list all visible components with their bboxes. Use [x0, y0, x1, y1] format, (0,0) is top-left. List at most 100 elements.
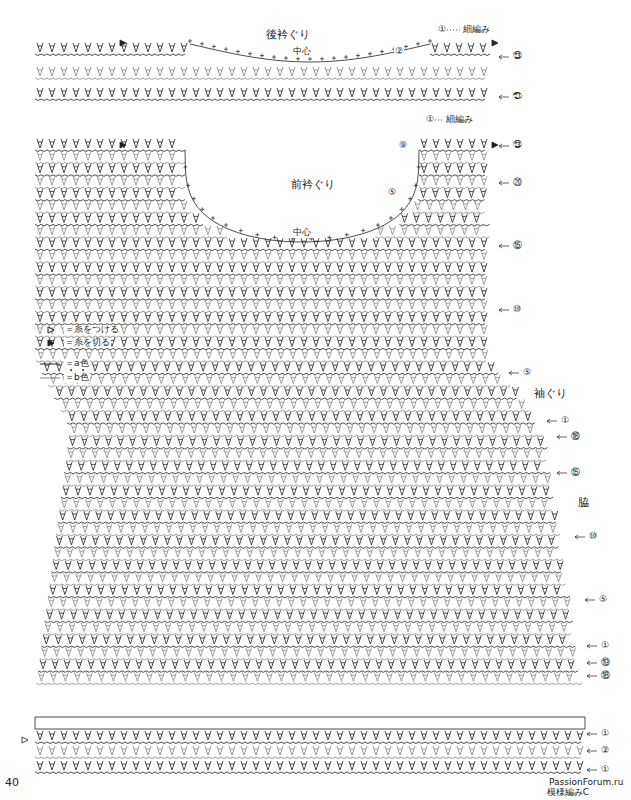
single-crochet-mark — [200, 207, 204, 211]
stitch-row — [35, 288, 487, 301]
thread-marker — [492, 142, 498, 148]
chart-label: ㉓ — [512, 141, 523, 151]
single-crochet-mark — [356, 54, 360, 58]
stitch-row — [35, 164, 185, 177]
edge-line — [35, 717, 585, 718]
thread-marker — [22, 737, 28, 743]
row-arrow — [585, 598, 595, 602]
stitch-row — [35, 275, 487, 288]
edge-line — [185, 150, 419, 242]
stitch-row — [35, 139, 185, 152]
thread-marker — [492, 40, 498, 46]
edge-line — [35, 729, 585, 730]
chart-label: ② — [600, 746, 610, 756]
row-arrow — [557, 435, 567, 439]
single-crochet-mark — [224, 47, 228, 51]
stitch-row — [53, 548, 563, 561]
row-arrow — [587, 661, 597, 665]
single-crochet-mark — [368, 52, 372, 56]
stitch-row — [38, 660, 578, 673]
single-crochet-mark — [389, 216, 393, 220]
stitch-row — [40, 647, 576, 660]
single-crochet-mark — [361, 229, 365, 233]
stitch-row — [48, 375, 510, 388]
stitch-row — [375, 226, 489, 239]
row-arrow — [587, 749, 597, 753]
single-crochet-mark — [224, 223, 228, 227]
stitch-row — [35, 201, 191, 214]
row-arrow — [499, 181, 509, 185]
chart-label: ㉓ — [512, 52, 523, 62]
stitch-row — [35, 189, 185, 202]
chart-label: ㉑ — [512, 92, 523, 102]
chart-label: 後衿ぐり — [265, 29, 311, 41]
single-crochet-mark — [296, 57, 300, 61]
single-crochet-mark — [414, 183, 418, 187]
single-crochet-mark — [404, 45, 408, 49]
chart-label: ① — [425, 115, 435, 125]
stitch-row — [54, 536, 558, 549]
single-crochet-mark — [186, 183, 190, 187]
legend-text: ＝糸をつける — [64, 325, 120, 335]
stitch-row — [36, 350, 488, 363]
chart-label: 中心 — [292, 47, 312, 57]
stitch-row — [400, 213, 490, 226]
stitch-row — [69, 424, 543, 437]
single-crochet-mark — [320, 57, 324, 61]
stitch-row — [419, 139, 487, 152]
stitch-row — [61, 399, 529, 412]
chart-label: ① — [560, 416, 570, 426]
single-crochet-mark — [192, 197, 196, 201]
stitch-row — [35, 151, 185, 164]
stitch-row — [48, 585, 570, 598]
stitch-row — [419, 164, 487, 177]
stitch-row — [68, 437, 548, 450]
stitch-row — [55, 387, 519, 400]
single-crochet-mark — [408, 197, 412, 201]
row-arrow — [587, 644, 597, 648]
chart-label: ① — [600, 729, 610, 739]
stitch-row — [418, 189, 486, 202]
chart-label: 袖ぐり — [533, 388, 568, 400]
chart-label: ② — [394, 47, 404, 57]
leader-line — [447, 30, 460, 31]
stitch-row — [419, 176, 487, 189]
stitch-row — [35, 238, 487, 251]
single-crochet-mark — [183, 165, 187, 169]
single-crochet-mark — [284, 56, 288, 60]
row-arrow — [499, 144, 509, 148]
row-arrow — [499, 55, 509, 59]
caption: 模様編みC — [546, 788, 590, 798]
single-crochet-mark — [239, 229, 243, 233]
row-arrow — [509, 371, 519, 375]
stitch-row — [419, 151, 487, 164]
single-crochet-mark — [345, 233, 349, 237]
stitch-row — [56, 523, 560, 536]
stitch-row — [51, 561, 563, 574]
stitch-row — [35, 300, 487, 313]
chart-label: ⑮ — [570, 468, 581, 478]
chart-label: ⑱ — [600, 671, 611, 681]
stitch-row — [41, 635, 575, 648]
chart-label: PassionForum.ru — [548, 778, 624, 788]
single-crochet-mark — [200, 42, 204, 46]
stitch-row — [35, 226, 227, 239]
chart-label: ① — [600, 765, 610, 775]
single-crochet-mark — [273, 235, 277, 239]
chart-label: 細編み — [445, 115, 474, 125]
thread-marker — [120, 142, 126, 148]
chart-label: 中心 — [292, 228, 312, 238]
row-arrow — [587, 768, 597, 772]
chart-label: 細編み — [462, 25, 491, 35]
single-crochet-mark — [332, 56, 336, 60]
single-crochet-mark — [255, 233, 259, 237]
stitch-row — [35, 88, 487, 101]
chart-label: ⑤ — [598, 595, 608, 605]
stitch-row — [413, 201, 485, 214]
chart-label: ⑨ — [398, 141, 408, 151]
stitch-row — [35, 325, 487, 338]
edge-line — [585, 717, 586, 729]
legend-text: ＝a色 — [64, 359, 90, 369]
stitch-row — [35, 251, 487, 264]
row-arrow — [575, 535, 585, 539]
